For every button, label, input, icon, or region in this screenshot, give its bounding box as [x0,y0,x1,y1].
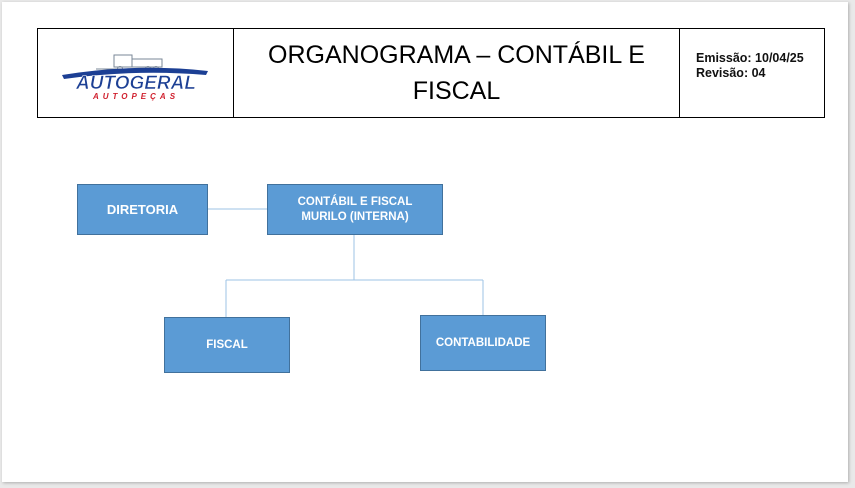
org-box-diretoria: DIRETORIA [77,184,208,235]
title-cell: ORGANOGRAMA – CONTÁBIL E FISCAL [234,29,680,117]
org-box-contabil-line-2: MURILO (INTERNA) [301,210,409,223]
revision-number: Revisão: 04 [696,66,766,80]
org-connectors [207,208,484,317]
document-page: AUTOGERAL AUTOPEÇAS ORGANOGRAMA – CONTÁB… [2,2,848,482]
svg-text:AUTOGERAL: AUTOGERAL [75,73,196,94]
emission-date: Emissão: 10/04/25 [696,51,804,65]
org-box-fiscal: FISCAL [164,317,290,373]
org-box-diretoria-label: DIRETORIA [106,202,179,217]
title-line-2: FISCAL [412,77,501,105]
meta-cell: Emissão: 10/04/25 Revisão: 04 [680,29,824,117]
org-box-contabil-fiscal: CONTÁBIL E FISCAL MURILO (INTERNA) [267,184,443,235]
org-box-contabilidade-label: CONTABILIDADE [435,336,531,349]
org-box-contabil-line-1: CONTÁBIL E FISCAL [297,195,413,208]
company-logo: AUTOGERAL AUTOPEÇAS [62,54,208,101]
org-box-fiscal-label: FISCAL [206,338,248,351]
document-title: ORGANOGRAMA – CONTÁBIL E FISCAL [268,37,645,109]
svg-text:AUTOPEÇAS: AUTOPEÇAS [92,92,179,101]
document-header: AUTOGERAL AUTOPEÇAS ORGANOGRAMA – CONTÁB… [37,28,825,118]
title-line-1: ORGANOGRAMA – CONTÁBIL E [268,41,645,69]
org-box-contabil-fiscal-label: CONTÁBIL E FISCAL MURILO (INTERNA) [298,195,413,225]
org-box-contabilidade: CONTABILIDADE [420,315,546,371]
logo-cell: AUTOGERAL AUTOPEÇAS [38,29,234,117]
